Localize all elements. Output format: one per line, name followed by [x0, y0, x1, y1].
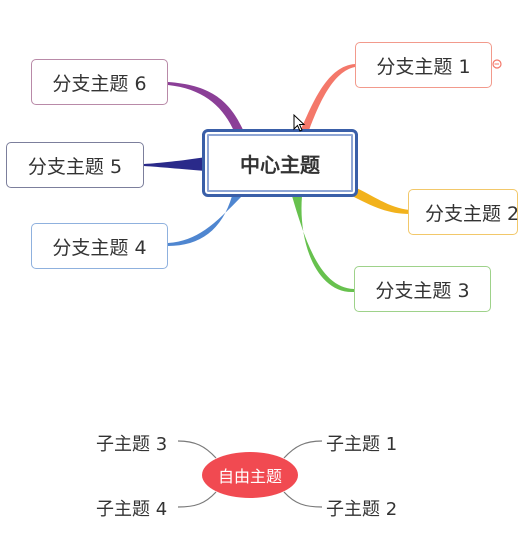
- floating-topic[interactable]: 自由主题: [202, 452, 298, 498]
- subtopic-3[interactable]: 子主题 3: [96, 434, 168, 455]
- branch-topic-5[interactable]: 分支主题 5: [6, 142, 144, 188]
- subtopic-2[interactable]: 子主题 2: [326, 499, 398, 520]
- central-topic-label: 中心主题: [240, 152, 320, 177]
- branch-topic-4[interactable]: 分支主题 4: [31, 223, 168, 269]
- collapse-handle-icon[interactable]: [491, 58, 502, 70]
- branch-topic-1-label: 分支主题 1: [376, 55, 471, 78]
- branch-topic-4-label: 分支主题 4: [52, 236, 147, 259]
- branch-topic-3-label: 分支主题 3: [375, 279, 470, 302]
- connector-branch-5: [144, 157, 206, 171]
- branch-topic-6[interactable]: 分支主题 6: [31, 59, 168, 105]
- connector-branch-4: [168, 196, 242, 246]
- connector-subtopic-4: [177, 491, 217, 508]
- mouse-pointer-icon: [293, 113, 306, 132]
- branch-topic-1[interactable]: 分支主题 1: [355, 42, 492, 88]
- connector-subtopic-1: [283, 440, 323, 459]
- branch-topic-5-label: 分支主题 5: [27, 155, 123, 178]
- branch-topic-6-label: 分支主题 6: [52, 72, 147, 95]
- central-topic[interactable]: 中心主题: [202, 129, 358, 197]
- connector-branch-2: [348, 186, 410, 214]
- branch-topic-3[interactable]: 分支主题 3: [354, 266, 491, 312]
- branch-topic-2-label: 分支主题 2: [425, 202, 519, 225]
- connector-branch-3: [292, 196, 354, 293]
- floating-topic-label: 自由主题: [217, 467, 282, 486]
- connector-subtopic-3: [177, 440, 217, 459]
- subtopic-1[interactable]: 子主题 1: [326, 434, 398, 455]
- connector-branch-6: [168, 82, 244, 136]
- connector-branch-1: [298, 64, 355, 138]
- subtopic-4[interactable]: 子主题 4: [96, 499, 168, 520]
- branch-topic-2[interactable]: 分支主题 2: [408, 189, 519, 235]
- connector-subtopic-2: [283, 491, 323, 508]
